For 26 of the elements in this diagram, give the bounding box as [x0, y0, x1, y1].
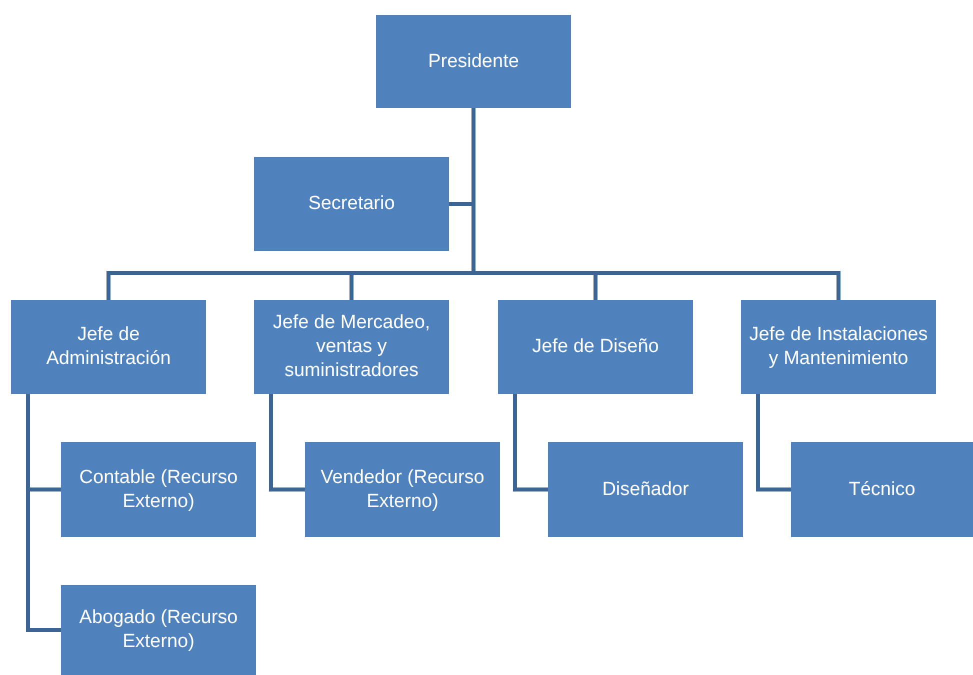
connector-line: [26, 394, 61, 632]
org-box: [61, 442, 256, 537]
org-box: [548, 442, 743, 537]
role-title: Contable (Recurso Externo): [78, 466, 239, 514]
org-box: [254, 157, 449, 251]
role-title: Jefe de Mercadeo, ventas y suministradores: [272, 311, 432, 383]
org-box: [61, 585, 256, 675]
role-title: Secretario: [308, 192, 395, 216]
org-box: [741, 300, 936, 394]
org-box: [376, 15, 571, 108]
org-box: [791, 442, 973, 537]
role-title: Técnico: [848, 478, 916, 502]
role-title: Diseñador: [602, 478, 689, 502]
role-title: Abogado (Recurso Externo): [78, 606, 239, 654]
role-title: Vendedor (Recurso Externo): [320, 466, 486, 514]
org-box: [254, 300, 449, 394]
connector-line: [269, 394, 305, 492]
org-box: [305, 442, 500, 537]
connector-line: [756, 394, 791, 492]
role-title: Jefe de Diseño: [532, 335, 659, 359]
org-box: [498, 300, 693, 394]
org-box: [11, 300, 206, 394]
role-title: Jefe de Administración: [45, 323, 172, 371]
role-title: Jefe de Instalaciones y Mantenimiento: [748, 323, 929, 371]
connector-line: [513, 394, 548, 492]
role-title: Presidente: [428, 50, 519, 74]
